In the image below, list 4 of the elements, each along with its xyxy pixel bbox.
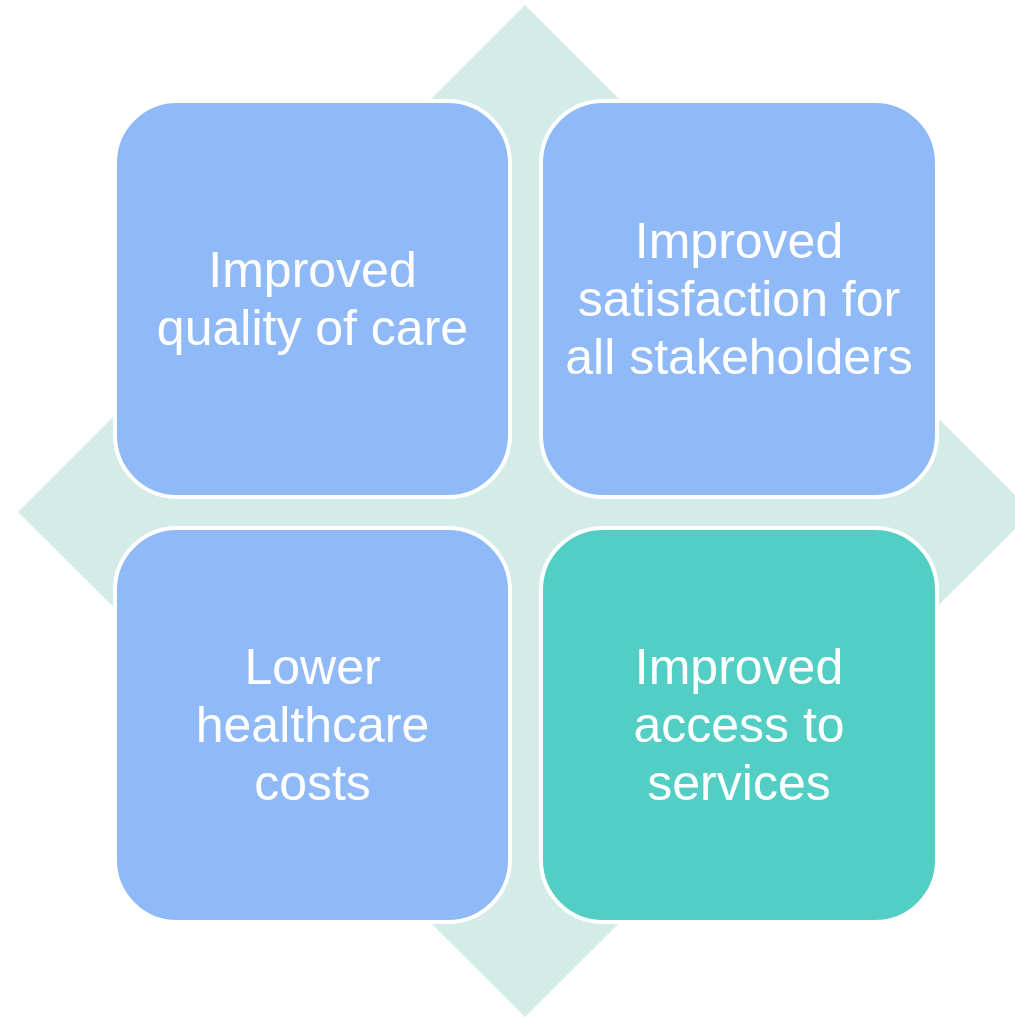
box-label: Improved quality of care bbox=[155, 241, 470, 357]
box-label: Improved access to services bbox=[632, 638, 846, 812]
box-label: Improved satisfaction for all stakeholders bbox=[564, 212, 914, 386]
box-label: Lower healthcare costs bbox=[194, 638, 431, 812]
